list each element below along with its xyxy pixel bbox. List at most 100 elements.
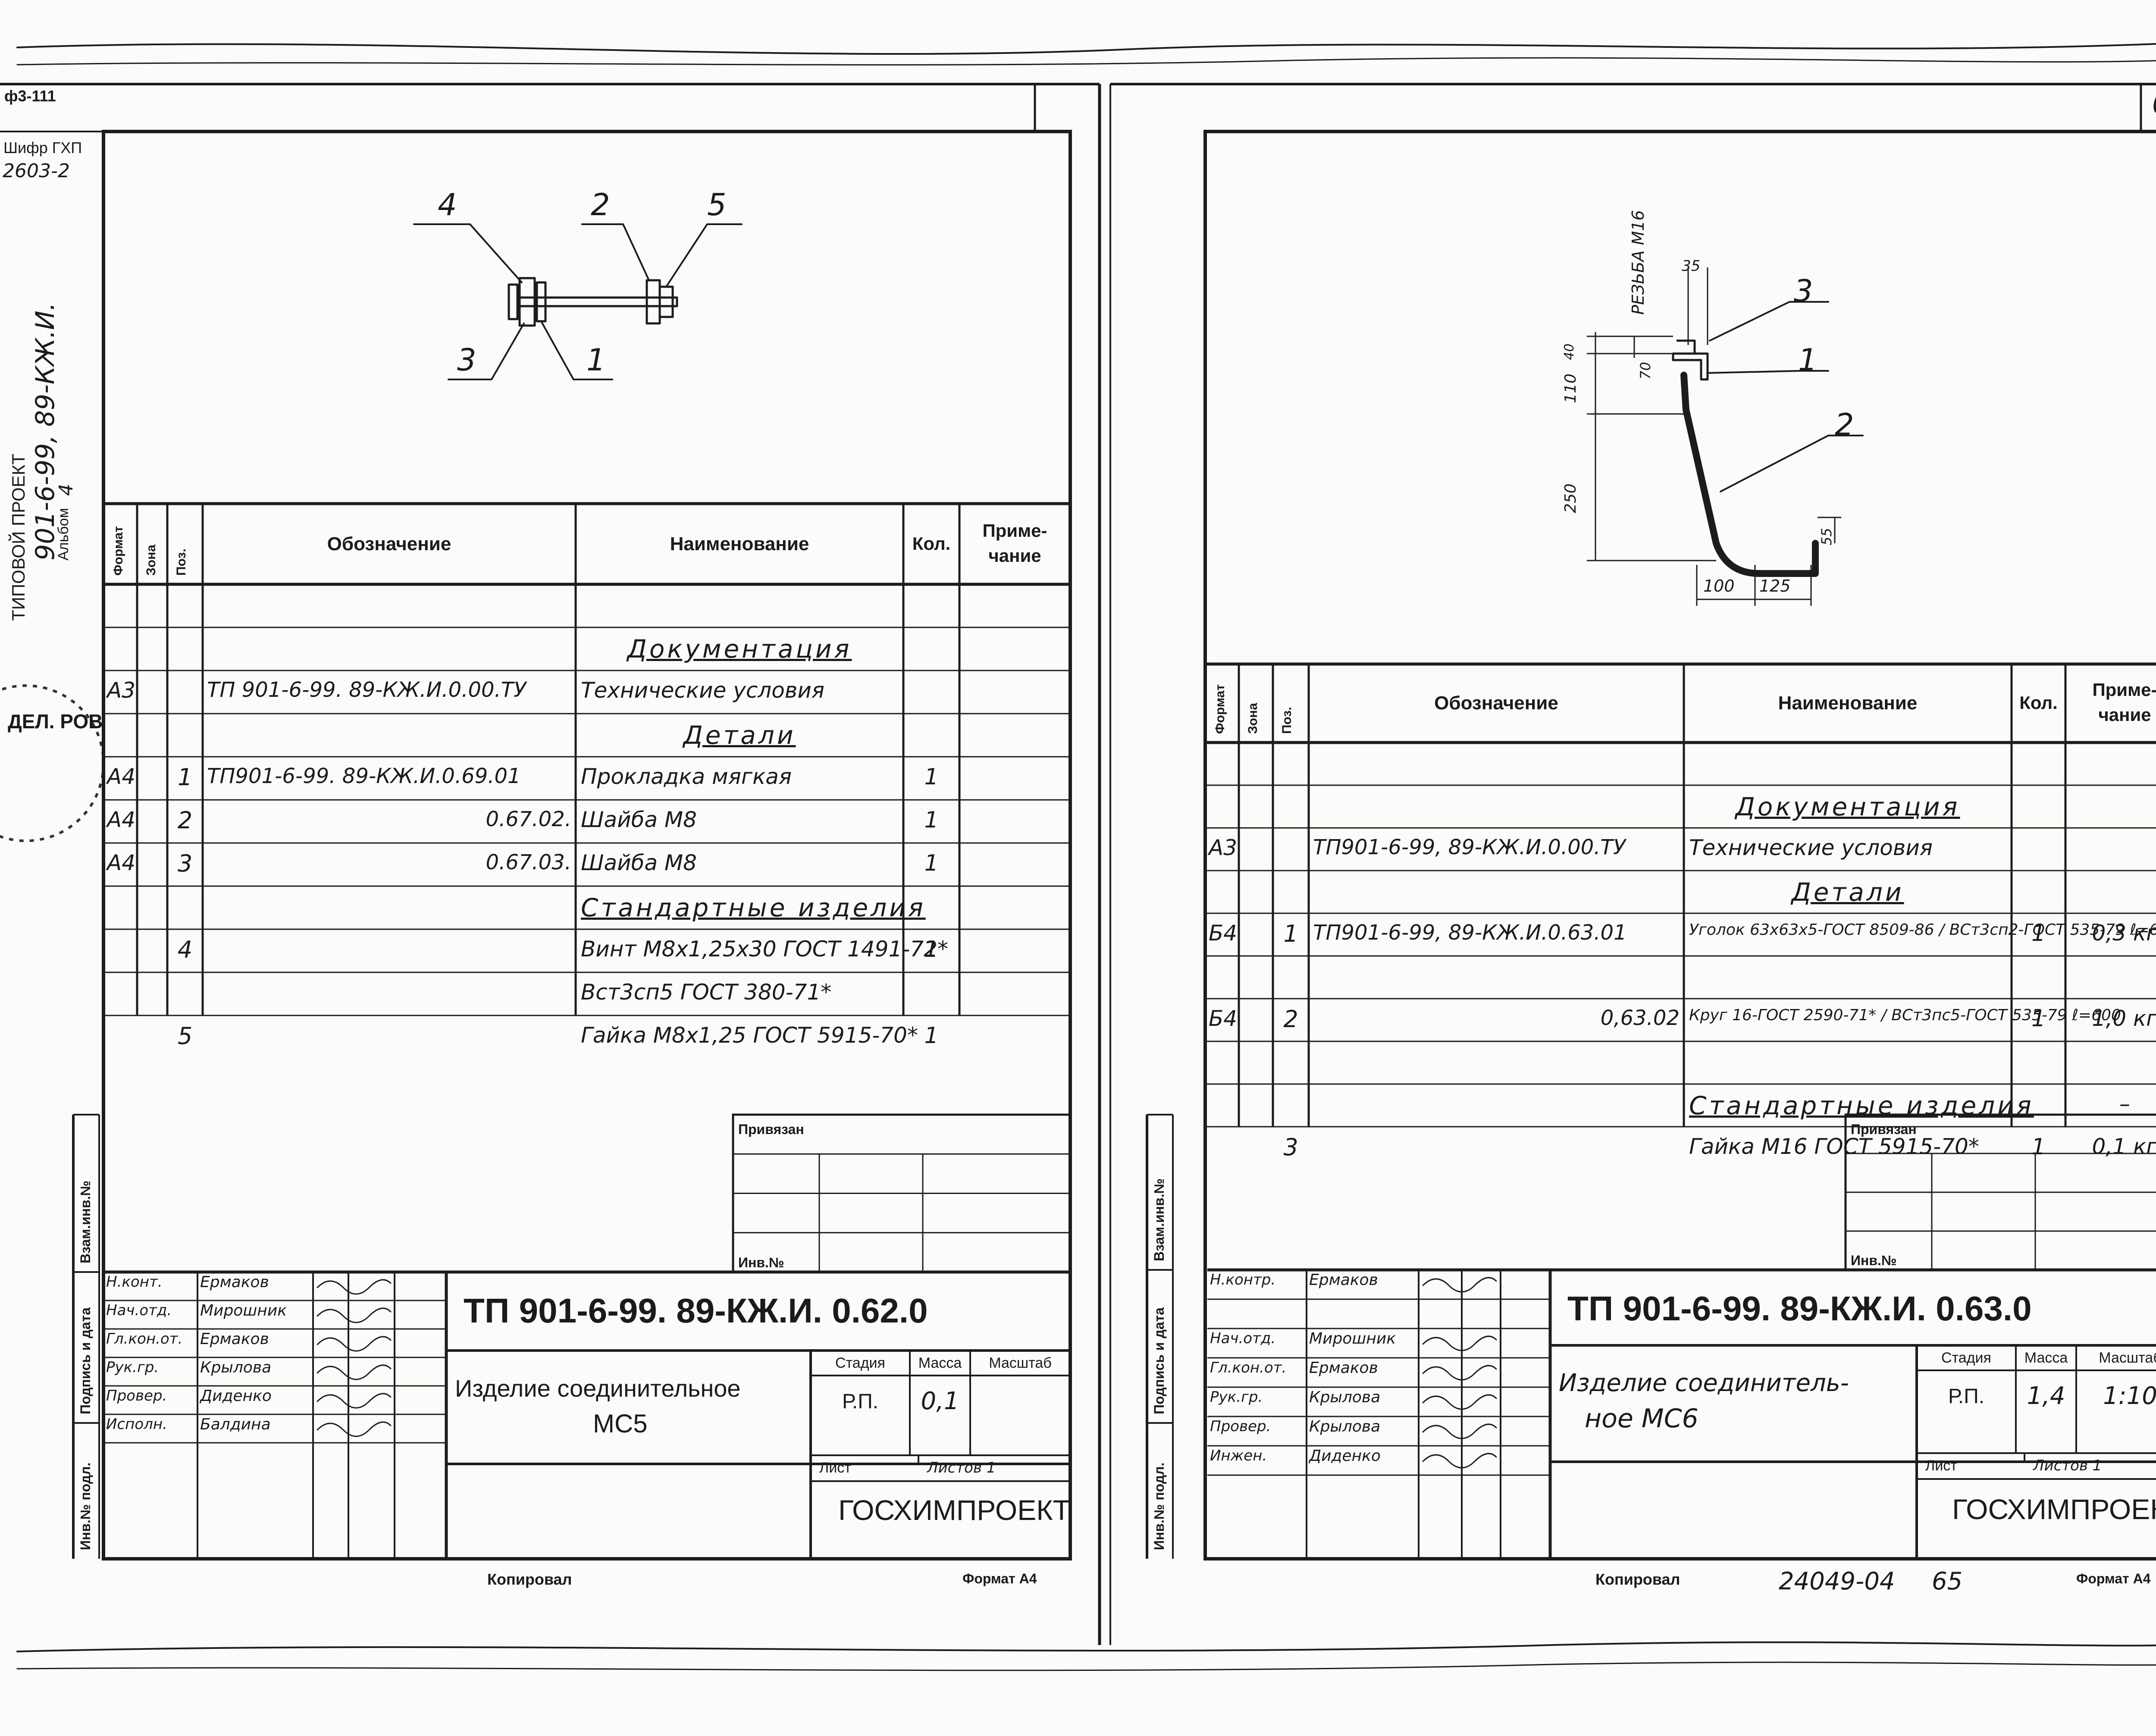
mass-label: Масса <box>918 1355 962 1371</box>
bent-rod-2 <box>1680 372 1819 577</box>
section-heading: Документация <box>627 634 852 664</box>
cell-format: Б4 <box>1209 921 1238 946</box>
col-note-header: чание <box>988 545 1041 566</box>
signature-name: Ермаков <box>1309 1271 1378 1289</box>
inv-label: Инв.№ <box>1851 1253 1897 1268</box>
washer-2 <box>646 279 661 325</box>
signature-name: Ермаков <box>200 1330 269 1348</box>
drawing-title: Изделие соединитель- <box>1559 1369 1849 1397</box>
cell-note: 0,1 кг <box>2092 1134 2156 1159</box>
scale-value: 1:10 <box>2103 1382 2156 1410</box>
col-zone-header: Зона <box>1246 703 1260 734</box>
leader-line <box>448 323 525 380</box>
cell-position: 2 <box>177 807 193 834</box>
cell-format: А3 <box>1209 835 1238 860</box>
cell-note: – <box>2119 1091 2130 1116</box>
dim-55: 55 <box>1818 528 1835 545</box>
signature-role: Н.контр. <box>1210 1271 1276 1288</box>
section-heading: Детали <box>683 721 796 750</box>
signature-role: Провер. <box>106 1387 167 1404</box>
signature-role: Рук.гр. <box>1210 1388 1263 1406</box>
col-name-header: Наименование <box>670 533 809 555</box>
signature-role: Рук.гр. <box>106 1359 159 1376</box>
sign-date-label: Подпись и дата <box>78 1307 93 1414</box>
cell-format: Б4 <box>1209 1006 1238 1031</box>
callout-5: 5 <box>707 187 727 222</box>
cell-format: А4 <box>107 850 136 875</box>
top-wavy-edge <box>16 57 2156 66</box>
drawing-title: МС5 <box>593 1409 648 1438</box>
signature-role: Нач.отд. <box>1210 1330 1276 1347</box>
right-sheet-frame <box>1203 130 2156 1561</box>
signature-role: Провер. <box>1210 1418 1271 1435</box>
cell-name: Круг 16-ГОСТ 2590-71* / ВСт3пс5-ГОСТ 535… <box>1689 1006 2121 1024</box>
nut-5 <box>658 285 674 318</box>
cell-note: 0,3 кг <box>2092 921 2156 946</box>
signature-scribble-icon <box>1422 1335 1497 1351</box>
cell-position: 5 <box>177 1022 193 1050</box>
cell-position: 4 <box>177 936 193 963</box>
section-heading: Детали <box>1791 877 1904 907</box>
signature-scribble-icon <box>1422 1423 1497 1439</box>
gasket-1 <box>536 281 547 323</box>
cell-name: Шайба М8 <box>581 807 697 832</box>
footer-number: 24049-04 <box>1779 1567 1895 1595</box>
signature-role: Нач.отд. <box>106 1302 172 1319</box>
drawing-code: ТП 901-6-99. 89-КЖ.И. 0.62.0 <box>464 1291 928 1330</box>
stage-label: Стадия <box>835 1355 885 1371</box>
sheet-label: Лист <box>819 1460 851 1476</box>
leader-line <box>540 320 613 380</box>
sheet-label: Лист <box>1925 1457 1957 1474</box>
inv-label: Инв.№ <box>738 1255 784 1270</box>
cell-name: Винт М8х1,25х30 ГОСТ 1491-72* <box>581 937 948 962</box>
cell-designation: ТП901-6-99. 89-КЖ.И.0.69.01 <box>207 764 521 788</box>
cell-quantity: 1 <box>2031 1006 2046 1032</box>
shifr-label: Шифр ГХП <box>3 139 82 157</box>
bolt-head <box>508 283 519 320</box>
format-label: Формат А4 <box>962 1571 1037 1586</box>
cell-position: 1 <box>1283 920 1298 947</box>
signature-scribble-icon <box>317 1364 392 1380</box>
leader-line <box>413 223 523 283</box>
leader-line <box>665 223 743 288</box>
dim-40: 40 <box>1562 343 1577 360</box>
dim-110: 110 <box>1562 373 1579 403</box>
signature-role: Гл.кон.от. <box>1210 1359 1287 1376</box>
organization-name: ГОСХИМПРОЕКТ <box>1952 1493 2156 1525</box>
washer-3 <box>518 277 536 327</box>
mass-label: Масса <box>2024 1350 2068 1366</box>
attached-label: Привязан <box>738 1122 804 1137</box>
drawing-title: ное МС6 <box>1585 1404 1698 1434</box>
col-qty-header: Кол. <box>912 533 951 554</box>
scale-label: Масштаб <box>989 1355 1052 1371</box>
dim-100: 100 <box>1703 577 1735 595</box>
cell-quantity: 1 <box>924 764 939 790</box>
cell-designation: 0.67.02. <box>486 807 571 831</box>
cell-position: 3 <box>177 850 193 877</box>
callout-4: 4 <box>438 187 457 222</box>
signature-name: Ермаков <box>1309 1359 1378 1377</box>
signature-name: Диденко <box>200 1387 272 1405</box>
callout-2: 2 <box>1835 407 1854 442</box>
signature-name: Мирошник <box>200 1302 287 1319</box>
col-qty-header: Кол. <box>2019 693 2058 713</box>
signature-role: Гл.кон.от. <box>106 1330 183 1347</box>
dim-250: 250 <box>1562 483 1579 513</box>
bottom-wavy-edge <box>16 1641 2156 1652</box>
form-code: ф3-111 <box>4 87 56 105</box>
section-heading: Документация <box>1735 792 1960 821</box>
signature-scribble-icon <box>317 1336 392 1352</box>
cell-quantity: 1 <box>924 937 939 962</box>
cell-designation: ТП 901-6-99. 89-КЖ.И.0.00.ТУ <box>207 678 526 702</box>
sheets-label: Листов 1 <box>2033 1457 2102 1474</box>
signature-scribble-icon <box>317 1307 392 1323</box>
cell-name: Гайка М16 ГОСТ 5915-70* <box>1689 1134 1979 1159</box>
cell-format: А3 <box>107 678 136 703</box>
format-label: Формат А4 <box>2076 1571 2151 1586</box>
stage-label: Стадия <box>1941 1350 1991 1366</box>
left-sheet-frame <box>102 130 1072 1561</box>
top-wavy-edge <box>16 43 2156 55</box>
cell-quantity: 1 <box>2031 1134 2046 1160</box>
signature-role: Инжен. <box>1210 1447 1267 1464</box>
signature-role: Н.конт. <box>106 1273 163 1291</box>
